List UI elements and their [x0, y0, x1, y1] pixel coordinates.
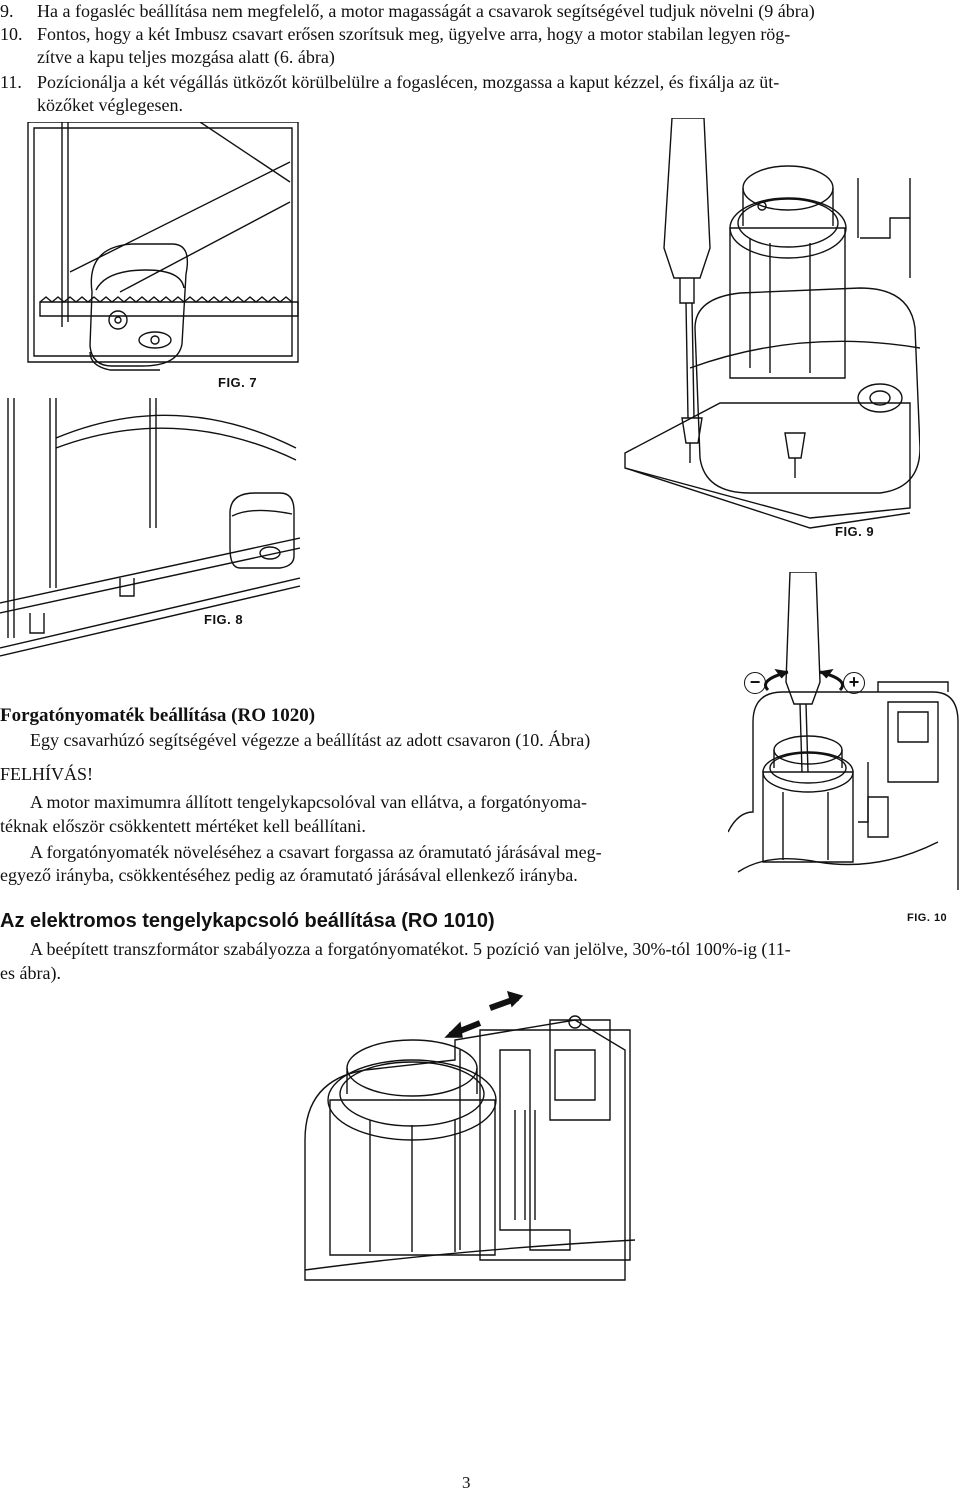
fig9-label: FIG. 9	[835, 524, 875, 539]
torque-instruction: Egy csavarhúzó segítségével végezze a be…	[30, 730, 591, 750]
step-10-line2: zítve a kapu teljes mozgása alatt (6. áb…	[37, 47, 335, 67]
clutch-p1-line1: A beépített transzformátor szabályozza a…	[30, 939, 791, 959]
fig8-label: FIG. 8	[204, 612, 244, 627]
torque-p2-line1: A forgatónyomaték növeléséhez a csavart …	[30, 842, 602, 862]
clutch-heading: Az elektromos tengelykapcsoló beállítása…	[0, 910, 495, 932]
step-11-number: 11.	[0, 72, 22, 92]
step-9-number: 9.	[0, 1, 14, 21]
fig10-label: FIG. 10	[907, 912, 948, 924]
step-11-line2: közőket véglegesen.	[37, 95, 183, 115]
step-10-number: 10.	[0, 24, 23, 44]
fig9-motor-height-adjust-illustration	[610, 118, 920, 530]
torque-p1-line2: téknak először csökkentett mértéket kell…	[0, 816, 366, 836]
fig11-clutch-transformer-illustration	[300, 990, 636, 1286]
fig7-gate-motor-illustration	[0, 122, 300, 372]
torque-heading: Forgatónyomaték beállítása (RO 1020)	[0, 705, 316, 726]
fig8-gate-motor-illustration	[0, 398, 300, 670]
step-9-text: Ha a fogasléc beállítása nem megfelelő, …	[37, 1, 815, 21]
clutch-p1-line2: es ábra).	[0, 963, 61, 983]
fig7-label: FIG. 7	[218, 375, 258, 390]
torque-p1-line1: A motor maximumra állított tengelykapcso…	[30, 792, 588, 812]
step-10-line1: Fontos, hogy a két Imbusz csavart erősen…	[37, 24, 791, 44]
torque-warning: FELHÍVÁS!	[0, 764, 93, 784]
page-number: 3	[462, 1473, 471, 1492]
fig10-torque-adjust-illustration	[728, 572, 960, 890]
step-11-line1: Pozícionálja a két végállás ütközőt körü…	[37, 72, 780, 92]
torque-p2-line2: egyező irányba, csökkentéséhez pedig az …	[0, 865, 578, 885]
